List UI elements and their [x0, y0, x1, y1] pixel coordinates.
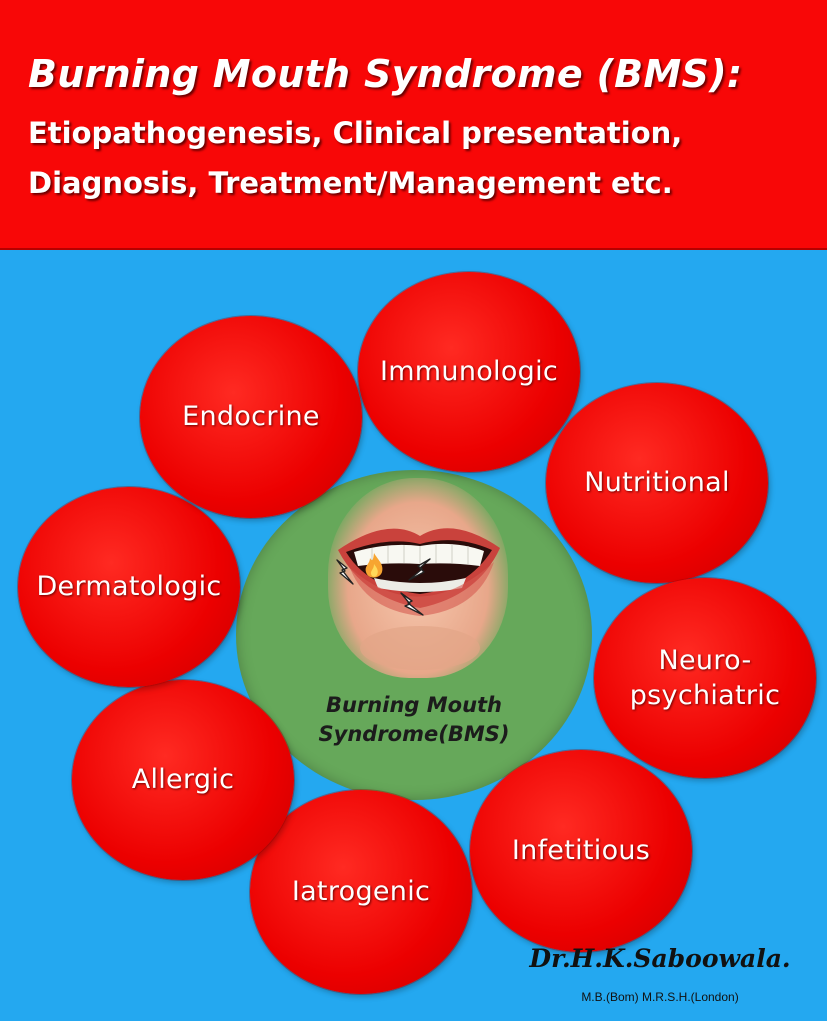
cause-node-endocrine: Endocrine [140, 316, 362, 518]
cause-node-neuropsychiatric: Neuro- psychiatric [594, 578, 816, 778]
lightning-icon [408, 558, 431, 581]
lightning-icon [336, 559, 354, 585]
cause-label: Neuro- psychiatric [629, 644, 781, 711]
author-credentials: M.B.(Bom) M.R.S.H.(London) [581, 990, 739, 1004]
page-title: Burning Mouth Syndrome (BMS): [28, 52, 743, 96]
lightning-icon [400, 592, 424, 616]
cause-label: Iatrogenic [291, 876, 431, 908]
cause-node-nutritional: Nutritional [546, 383, 768, 583]
flame-icon [365, 553, 383, 578]
lips-icon [338, 528, 500, 670]
author-name: Dr.H.K.Saboowala. [529, 944, 791, 973]
cause-label: Infetitious [511, 835, 651, 867]
cause-node-iatrogenic: Iatrogenic [250, 790, 472, 994]
cause-label: Endocrine [182, 401, 320, 433]
cause-label: Dermatologic [36, 571, 222, 603]
cause-label: Nutritional [584, 467, 730, 499]
title-banner: Burning Mouth Syndrome (BMS): Etiopathog… [0, 0, 827, 250]
cause-node-immunologic: Immunologic [358, 272, 580, 472]
cause-label: Immunologic [379, 356, 559, 388]
cause-node-allergic: Allergic [72, 680, 294, 880]
subtitle-line-1: Etiopathogenesis, Clinical presentation, [28, 116, 683, 150]
center-label-line-2: Syndrome(BMS) [318, 722, 510, 746]
cause-label: Allergic [131, 764, 235, 796]
center-label-line-1: Burning Mouth [325, 693, 503, 717]
subtitle-line-2: Diagnosis, Treatment/Management etc. [28, 166, 673, 200]
cause-node-dermatologic: Dermatologic [18, 487, 240, 687]
cause-node-infectious: Infetitious [470, 750, 692, 952]
